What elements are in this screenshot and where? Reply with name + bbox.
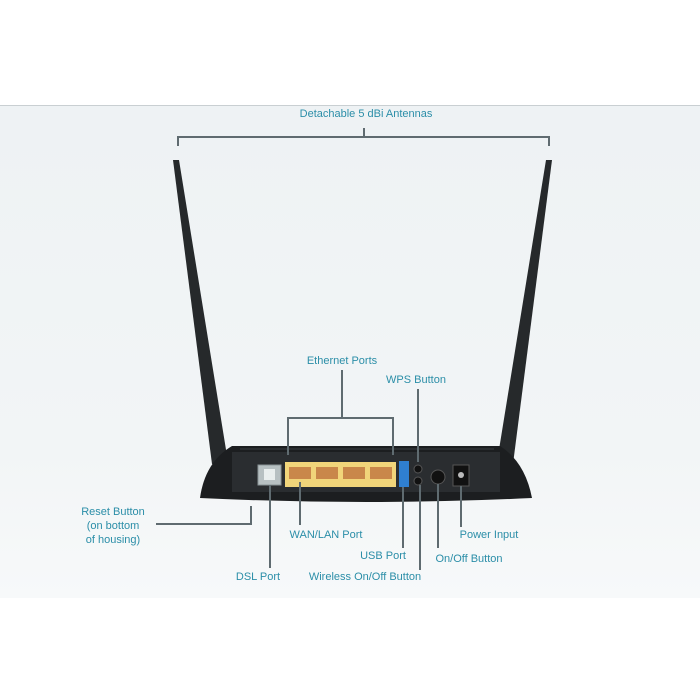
wireless-button xyxy=(413,476,423,486)
leader-lines xyxy=(156,128,550,570)
wan-lan-port-label: WAN/LAN Port xyxy=(289,529,363,541)
usb-port xyxy=(399,461,409,487)
ethernet-bracket xyxy=(287,370,394,455)
wps-button xyxy=(413,464,423,474)
on-off-button-label: On/Off Button xyxy=(435,553,503,565)
usb-port-label: USB Port xyxy=(360,550,406,562)
background-panel xyxy=(0,105,700,598)
wireless-on-off-button-label: Wireless On/Off Button xyxy=(308,571,422,583)
ethernet-ports-label: Ethernet Ports xyxy=(306,355,378,367)
power-input-label: Power Input xyxy=(459,529,519,541)
reset-leader xyxy=(156,506,252,525)
antennas-label: Detachable 5 dBi Antennas xyxy=(299,108,433,120)
ethernet-jack xyxy=(289,467,311,479)
wps-button-label: WPS Button xyxy=(386,374,446,386)
right-antenna xyxy=(497,160,552,464)
ethernet-jack xyxy=(370,467,392,479)
dsl-port-label: DSL Port xyxy=(235,571,281,583)
reset-button-label: Reset Button (on bottom of housing) xyxy=(81,506,145,546)
antenna-bracket xyxy=(177,128,550,146)
left-antenna xyxy=(173,160,228,464)
ethernet-jack xyxy=(316,467,338,479)
ethernet-jack xyxy=(343,467,365,479)
power-switch xyxy=(430,469,446,485)
